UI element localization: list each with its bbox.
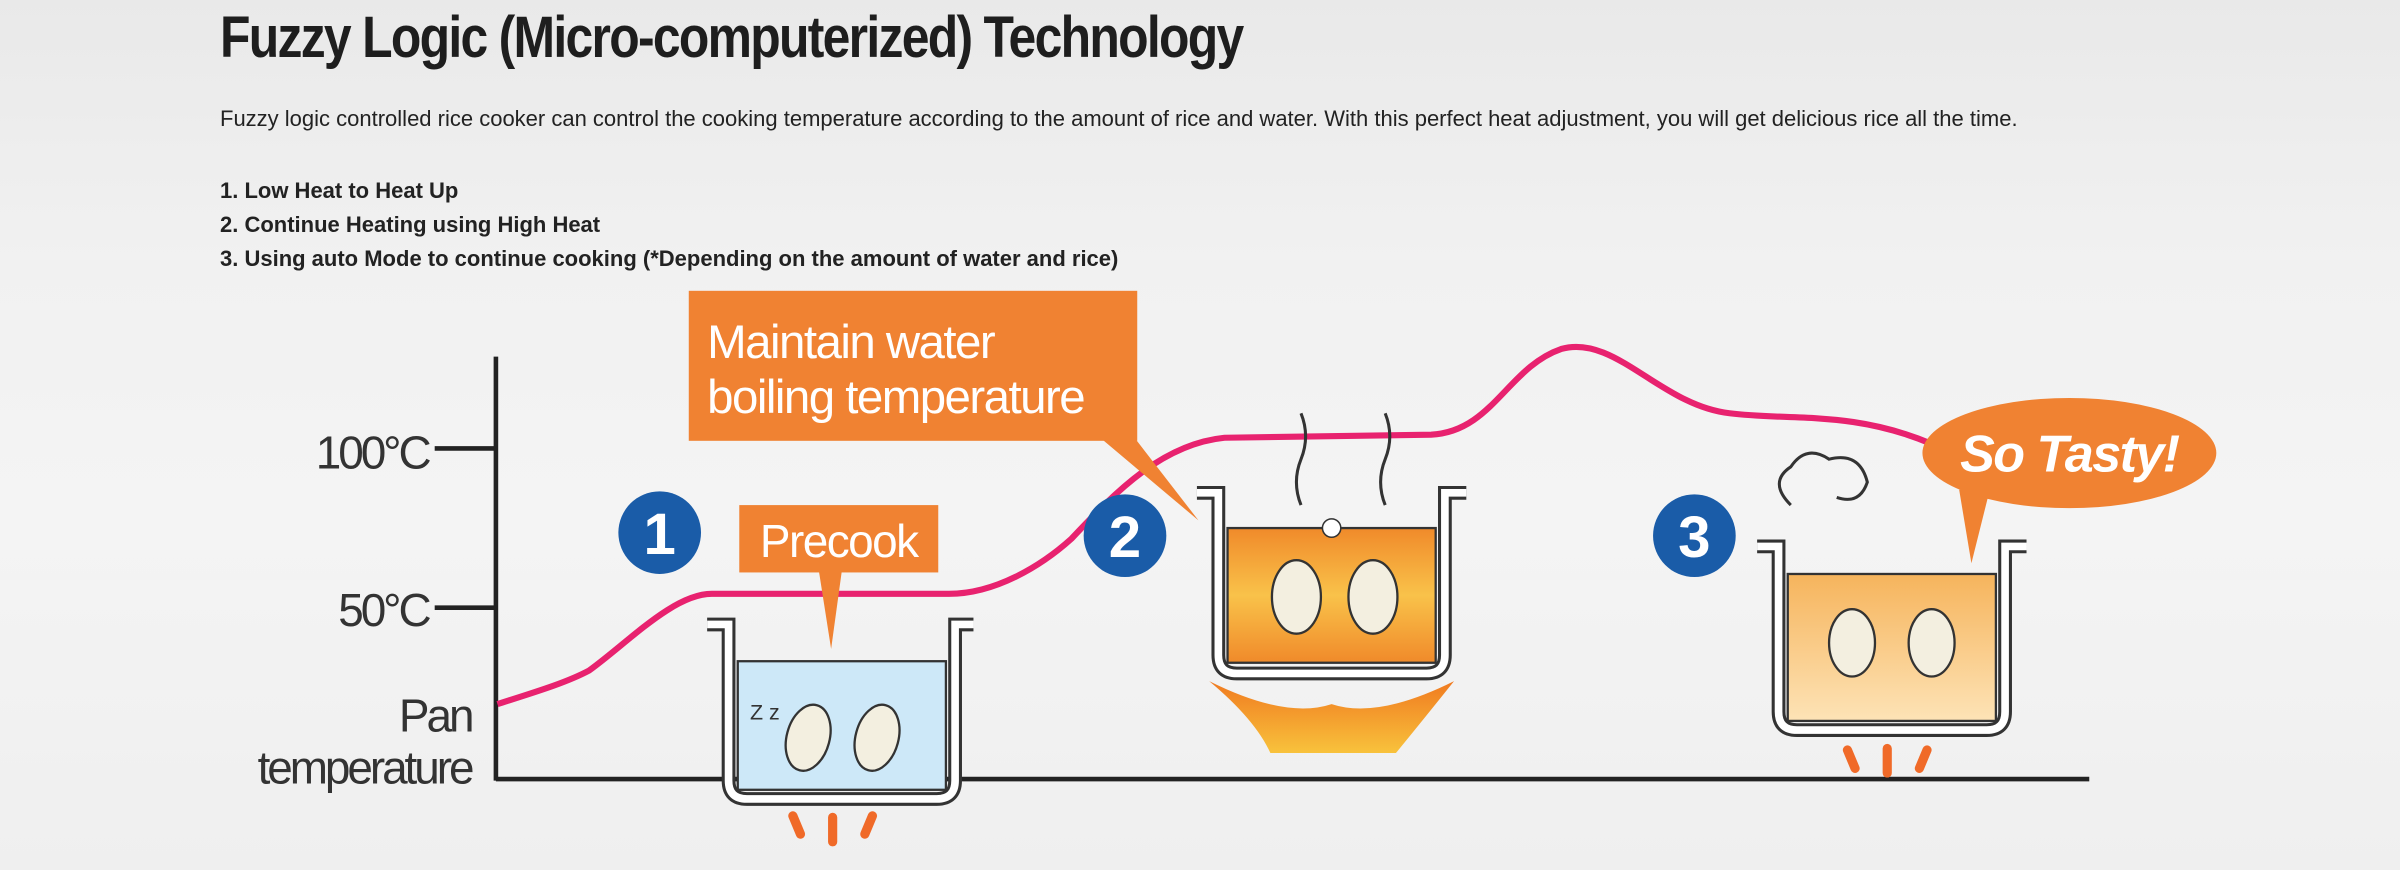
step-item: 1. Low Heat to Heat Up: [220, 178, 459, 203]
steps-list: 1. Low Heat to Heat Up 2. Continue Heati…: [220, 174, 1118, 276]
y-label-temperature: temperature: [258, 742, 473, 794]
page-title: Fuzzy Logic (Micro-computerized) Technol…: [220, 5, 1244, 70]
step-item: 2. Continue Heating using High Heat: [220, 212, 601, 237]
tick-label-100: 100°C: [316, 426, 431, 478]
svg-text:1: 1: [644, 502, 676, 567]
stage-2-badge: 2: [1083, 494, 1167, 578]
svg-text:So Tasty!: So Tasty!: [1960, 425, 2180, 483]
maintain-callout: Maintain water boiling temperature: [688, 290, 1199, 521]
stage-3-badge: 3: [1653, 494, 1736, 578]
svg-text:Precook: Precook: [760, 515, 920, 567]
pot-precook-illustration: Z z: [707, 617, 974, 847]
y-label-pan: Pan: [399, 690, 472, 742]
tick-label-50: 50°C: [338, 584, 430, 636]
temperature-curve: [496, 343, 1933, 707]
svg-text:boiling temperature: boiling temperature: [707, 371, 1084, 424]
svg-text:3: 3: [1678, 505, 1710, 570]
svg-text:2: 2: [1109, 505, 1141, 570]
svg-text:Z z: Z z: [750, 700, 780, 724]
intro-paragraph: Fuzzy logic controlled rice cooker can c…: [220, 106, 2018, 131]
precook-callout: Precook: [739, 505, 939, 649]
pot-boiling-illustration: [1196, 412, 1467, 754]
pot-done-illustration: [1757, 451, 2027, 778]
svg-text:Maintain water: Maintain water: [707, 316, 996, 369]
so-tasty-callout: So Tasty!: [1922, 397, 2217, 564]
stage-1-badge: 1: [618, 491, 702, 574]
step-item: 3. Using auto Mode to continue cooking (…: [220, 246, 1119, 271]
